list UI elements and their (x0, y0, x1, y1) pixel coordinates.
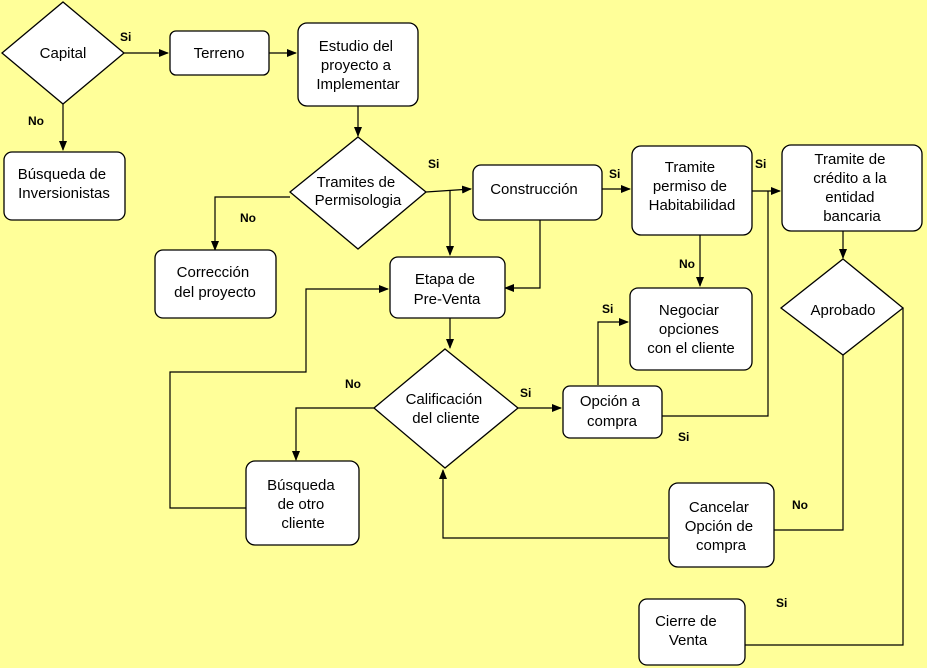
node-credito-line: entidad (825, 189, 874, 206)
edge-label-tramites-si: Si (428, 157, 439, 171)
svg-text:Capital: Capital (40, 45, 87, 62)
node-negociar-line: con el cliente (647, 340, 735, 357)
svg-text:Opción a compra: Opción a compra (580, 393, 644, 430)
edge-label-capital-no: No (28, 114, 44, 128)
node-estudio-line: Implementar (316, 76, 399, 93)
node-cancelar[interactable]: Cancelar Opción de compra (668, 482, 775, 568)
node-estudio-line: proyecto a (321, 57, 392, 74)
svg-text:Tramites de Permisolog: Tramites de Permisologia (315, 174, 402, 209)
node-negociar-line: Negociar (659, 302, 719, 319)
node-busqueda-cliente-line: Búsqueda (267, 477, 335, 494)
edge-label-habitabilidad-si: Si (755, 157, 766, 171)
node-busqueda-inversionistas-line: Búsqueda de (18, 166, 106, 183)
node-capital[interactable]: Capital (0, 1, 126, 105)
edge-construccion-preventa (504, 220, 541, 292)
node-correccion[interactable]: Corrección del proyecto (154, 249, 277, 319)
edge-cancelar-calificacion (439, 469, 668, 539)
node-terreno-line: Terreno (194, 45, 245, 62)
svg-text:Aprobado: Aprobado (810, 302, 875, 319)
node-habitabilidad-line: Tramite (665, 159, 715, 176)
svg-text:Construcción: Construcción (490, 181, 578, 198)
node-cierre-line: Venta (669, 632, 708, 649)
node-habitabilidad[interactable]: Tramite permiso de Habitabilidad (631, 145, 753, 236)
node-busqueda-cliente-line: cliente (281, 515, 324, 532)
svg-text:Terreno: Terreno (194, 45, 245, 62)
node-calificacion-line: Calificación (406, 391, 483, 408)
node-credito-line: bancaria (823, 208, 881, 225)
node-credito-line: Tramite de (814, 151, 885, 168)
edge-opcion-negociar (597, 318, 629, 385)
node-correccion-line: del proyecto (174, 284, 256, 301)
edge-label-aprobado-si: Si (776, 596, 787, 610)
svg-text:Calificación del clien: Calificación del cliente (406, 391, 487, 427)
node-negociar-line: opciones (659, 321, 719, 338)
edge-tramites-construccion (425, 185, 472, 194)
node-construccion[interactable]: Construcción (472, 164, 603, 221)
svg-text:Tramite permiso de: Tramite permiso de Habitabilidad (649, 159, 736, 214)
node-habitabilidad-line: Habitabilidad (649, 197, 736, 214)
node-opcion-line: Opción a (580, 393, 641, 410)
edge-tramites-correccion (211, 196, 290, 251)
edge-label-opcion-si-negociar: Si (602, 302, 613, 316)
edge-labels: Si No Si No Si Si No No Si Si Si No Si (28, 30, 808, 610)
edge-label-tramites-no: No (240, 211, 256, 225)
node-cancelar-line: Cancelar (689, 499, 749, 516)
edge-label-aprobado-no: No (792, 498, 808, 512)
edge-label-opcion-si-credito: Si (678, 430, 689, 444)
edge-label-capital-si: Si (120, 30, 131, 44)
svg-text:Cancelar Opción de: Cancelar Opción de compra (685, 499, 758, 554)
node-terreno[interactable]: Terreno (169, 30, 270, 76)
edge-aprobado-cancelar (774, 355, 844, 531)
node-credito[interactable]: Tramite de crédito a la entidad bancaria (781, 144, 923, 232)
node-busqueda-cliente-line: de otro (278, 496, 325, 513)
node-correccion-line: Corrección (177, 264, 250, 281)
node-tramites-line: Permisologia (315, 192, 402, 209)
svg-text:Búsqueda de Inversioni: Búsqueda de Inversionistas (18, 166, 111, 202)
svg-text:Cierre de Venta: Cierre de Venta (655, 613, 721, 649)
node-busqueda-cliente[interactable]: Búsqueda de otro cliente (245, 460, 360, 546)
node-estudio-line: Estudio del (319, 38, 393, 55)
node-opcion[interactable]: Opción a compra (562, 385, 663, 439)
node-cancelar-line: compra (696, 537, 747, 554)
node-busqueda-inversionistas[interactable]: Búsqueda de Inversionistas (3, 151, 126, 221)
edge-busqueda-cliente-preventa (169, 285, 389, 509)
node-capital-line: Capital (40, 45, 87, 62)
node-preventa[interactable]: Etapa de Pre-Venta (389, 256, 506, 319)
edge-label-calificacion-no: No (345, 377, 361, 391)
edge-aprobado-cierre (745, 308, 904, 646)
node-habitabilidad-line: permiso de (653, 178, 727, 195)
svg-text:Negociar opciones: Negociar opciones con el cliente (647, 302, 735, 357)
node-cierre-line: Cierre de (655, 613, 717, 630)
node-negociar[interactable]: Negociar opciones con el cliente (629, 287, 753, 371)
node-credito-line: crédito a la (813, 170, 887, 187)
node-construccion-line: Construcción (490, 181, 578, 198)
node-aprobado[interactable]: Aprobado (779, 258, 905, 356)
edge-calificacion-busqueda-cliente (292, 407, 384, 461)
node-cancelar-line: Opción de (685, 518, 753, 535)
edge-label-calificacion-si: Si (520, 386, 531, 400)
edge-label-habitabilidad-no: No (679, 257, 695, 271)
node-cierre[interactable]: Cierre de Venta (638, 598, 746, 666)
svg-text:Búsqueda de otro: Búsqueda de otro cliente (267, 477, 339, 532)
edge-opcion-credito (662, 191, 769, 417)
node-aprobado-line: Aprobado (810, 302, 875, 319)
node-preventa-line: Pre-Venta (414, 291, 481, 308)
node-tramites-line: Tramites de (317, 174, 396, 191)
node-calificacion-line: del cliente (412, 410, 480, 427)
svg-text:Estudio del proyecto a: Estudio del proyecto a Implementar (316, 38, 399, 93)
svg-text:Tramite de crédito a l: Tramite de crédito a la entidad bancaria (813, 151, 891, 225)
svg-text:Etapa de Pre-Venta: Etapa de Pre-Venta (414, 271, 481, 308)
node-opcion-line: compra (587, 413, 638, 430)
node-preventa-line: Etapa de (415, 271, 475, 288)
node-tramites[interactable]: Tramites de Permisologia (288, 136, 428, 250)
node-calificacion[interactable]: Calificación del cliente (372, 348, 520, 469)
svg-text:Corrección del proyect: Corrección del proyecto (174, 264, 256, 301)
edges (59, 49, 904, 646)
node-estudio[interactable]: Estudio del proyecto a Implementar (297, 22, 419, 107)
node-busqueda-inversionistas-line: Inversionistas (18, 185, 110, 202)
edge-label-construccion-si: Si (609, 167, 620, 181)
